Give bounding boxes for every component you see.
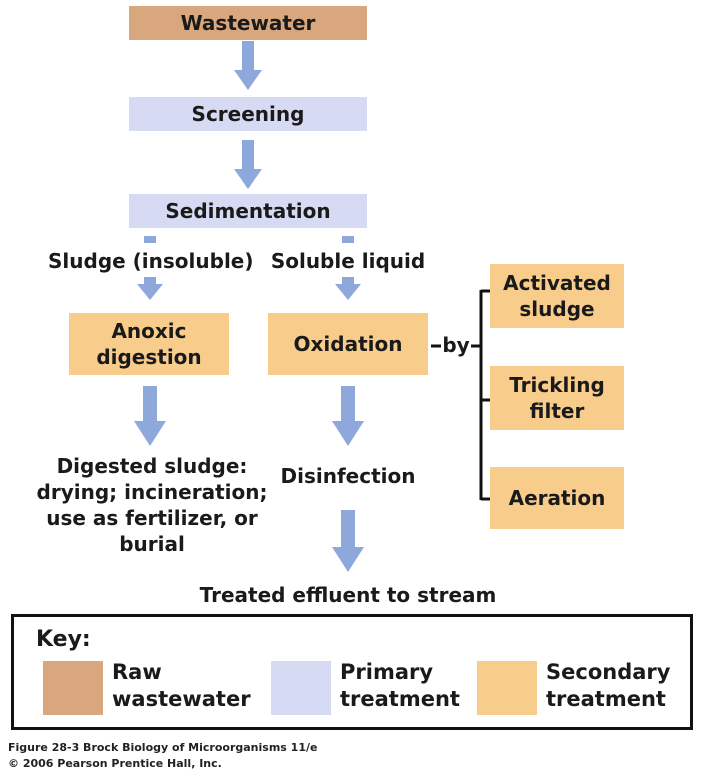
by-label: by — [442, 333, 470, 357]
anoxic-digestion-label: Anoxic digestion — [96, 319, 202, 369]
oxidation-box: Oxidation — [268, 313, 428, 375]
secondary-swatch — [477, 661, 537, 715]
anoxic-digestion-box: Anoxic digestion — [69, 313, 229, 375]
arrow-shaft — [341, 386, 355, 422]
key-title: Key: — [36, 627, 91, 652]
primary-key-label: Primary treatment — [340, 660, 460, 711]
trickling-filter-box: Trickling filter — [490, 366, 624, 430]
wastewater-label: Wastewater — [180, 11, 316, 35]
arrow-head — [234, 169, 262, 189]
arrow-head — [137, 284, 163, 300]
arrow-head — [332, 547, 364, 572]
arrow-shaft — [143, 386, 157, 422]
arrow-head — [134, 421, 166, 446]
arrow-head — [234, 70, 262, 90]
disinfection-label: Disinfection — [280, 464, 416, 488]
arrow-shaft — [341, 510, 355, 548]
wastewater-box: Wastewater — [129, 6, 367, 40]
trickling-filter-label: Trickling filter — [509, 373, 605, 423]
arrow-shaft — [242, 41, 254, 71]
treated-effluent-label: Treated effluent to stream — [199, 583, 497, 607]
arrow-shaft — [242, 140, 254, 170]
digested-sludge-label: Digested sludge: drying; incineration; u… — [36, 454, 268, 556]
raw-key-label: Raw wastewater — [112, 660, 251, 711]
primary-swatch — [271, 661, 331, 715]
secondary-key-label: Secondary treatment — [546, 660, 671, 711]
sedimentation-box: Sedimentation — [129, 194, 367, 228]
arrow-stub — [342, 236, 354, 243]
screening-box: Screening — [129, 97, 367, 131]
soluble-liquid-label: Soluble liquid — [270, 249, 426, 273]
activated-sludge-box: Activated sludge — [490, 264, 624, 328]
key-panel — [11, 614, 693, 730]
aeration-label: Aeration — [508, 486, 606, 510]
arrow-shaft — [144, 277, 156, 286]
arrow-shaft — [342, 277, 354, 286]
figure-caption: Figure 28-3 Brock Biology of Microorgani… — [8, 741, 318, 754]
arrow-stub — [144, 236, 156, 243]
arrow-head — [335, 284, 361, 300]
copyright-caption: © 2006 Pearson Prentice Hall, Inc. — [8, 757, 222, 770]
screening-label: Screening — [191, 102, 305, 126]
oxidation-label: Oxidation — [293, 332, 403, 356]
sedimentation-label: Sedimentation — [165, 199, 331, 223]
raw-swatch — [43, 661, 103, 715]
activated-sludge-label: Activated sludge — [503, 271, 611, 321]
sludge-insoluble-label: Sludge (insoluble) — [48, 249, 254, 273]
aeration-box: Aeration — [490, 467, 624, 529]
arrow-head — [332, 421, 364, 446]
